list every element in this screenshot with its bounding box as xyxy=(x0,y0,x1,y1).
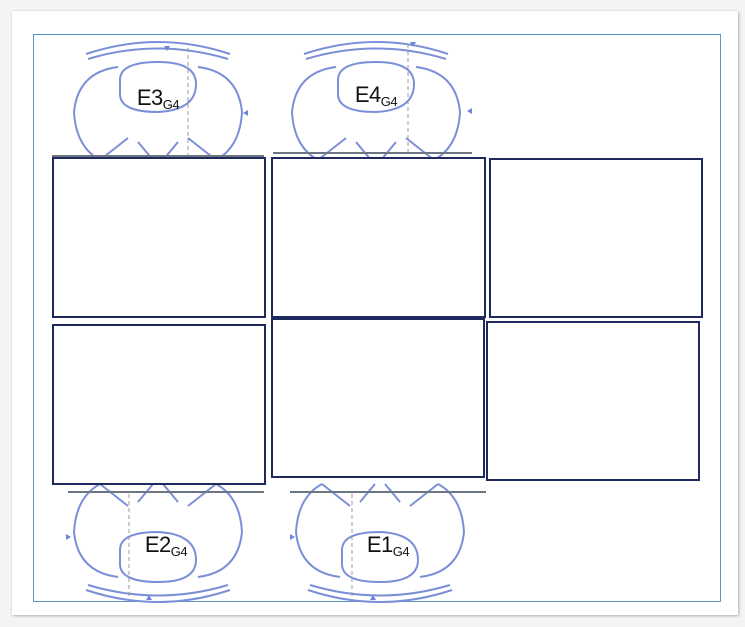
seat-label-e3: E3G4 xyxy=(128,85,188,112)
table-cell-r2c2 xyxy=(271,318,485,478)
seat-label-e4: E4G4 xyxy=(346,82,406,109)
table-cell-r1c2 xyxy=(271,157,486,318)
table-cell-r1c1 xyxy=(52,157,266,318)
table-cell-r2c1 xyxy=(52,324,266,485)
table-cell-r2c3 xyxy=(486,321,700,481)
seat-label-e2: E2G4 xyxy=(136,532,196,559)
table-cell-r1c3 xyxy=(489,158,703,318)
seat-label-e1: E1G4 xyxy=(358,532,418,559)
